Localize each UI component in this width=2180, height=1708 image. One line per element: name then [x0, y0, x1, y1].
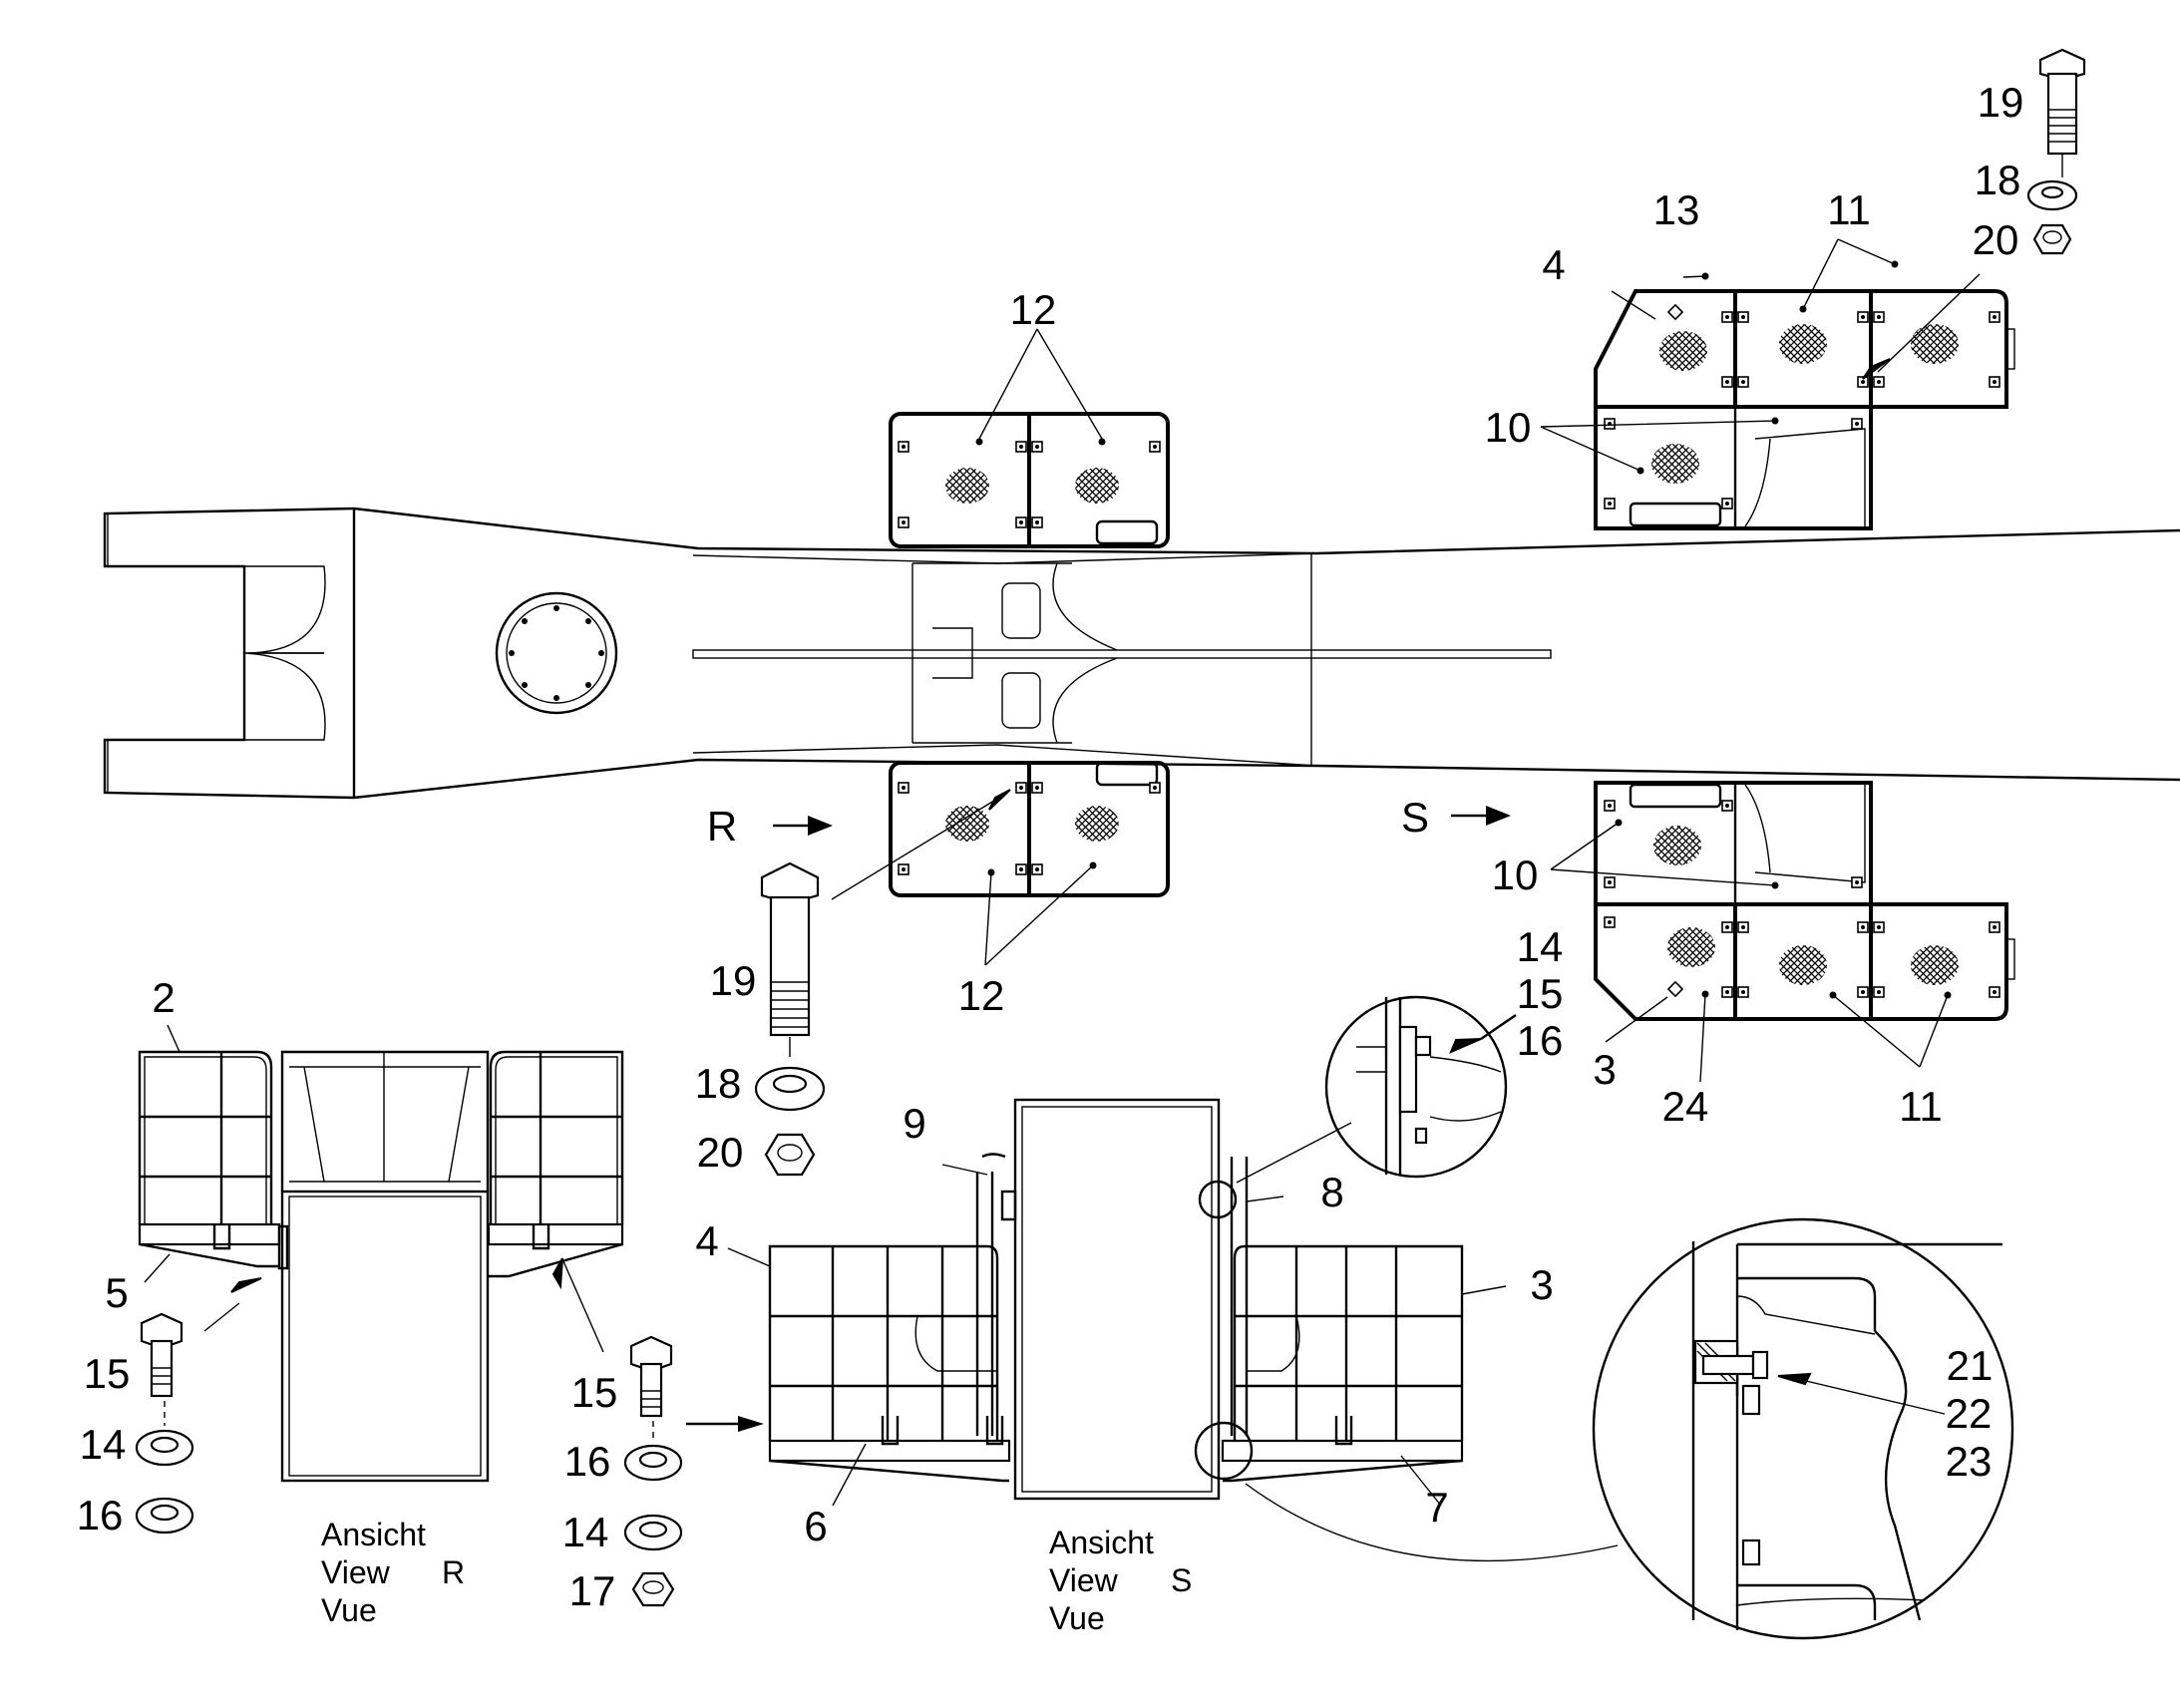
nut-20-large	[764, 1133, 816, 1177]
platform-lower-s	[1594, 781, 2015, 1021]
callout-15-left: 15	[84, 1350, 131, 1397]
nut-17-middle	[631, 1571, 675, 1607]
nut-20-top	[2032, 223, 2072, 255]
bolt-circle	[509, 605, 604, 701]
detail-circle-large	[1592, 1217, 2014, 1640]
view-r-letter: R	[442, 1554, 465, 1590]
view-s-letter: S	[1171, 1562, 1192, 1598]
callout-12-bottom: 12	[958, 972, 1005, 1019]
callout-23: 23	[1946, 1438, 1993, 1485]
callout-20-large: 20	[697, 1129, 744, 1176]
washer-14-middle	[623, 1514, 683, 1551]
callout-3-elevation: 3	[1530, 1261, 1553, 1308]
callout-14-left: 14	[80, 1421, 127, 1468]
platform-upper-s	[1594, 260, 2015, 530]
leader-lines	[144, 238, 1981, 1507]
callout-15-middle: 15	[571, 1369, 618, 1416]
callout-22: 22	[1946, 1390, 1993, 1437]
view-letter-r: R	[707, 803, 737, 850]
callout-4-top: 4	[1542, 241, 1565, 288]
callout-2: 2	[152, 974, 175, 1021]
direction-arrow-r	[773, 816, 833, 836]
callout-19-top: 19	[1978, 79, 2024, 126]
view-r-line1: Ansicht	[321, 1517, 426, 1552]
callout-19-large: 19	[710, 957, 757, 1004]
view-r-line3: Vue	[321, 1592, 377, 1628]
direction-arrow-s	[1451, 806, 1511, 826]
callout-20-top: 20	[1973, 216, 2019, 263]
callout-11-top: 11	[1827, 186, 1871, 233]
view-s-line2: View	[1049, 1562, 1119, 1598]
view-s-assembly	[768, 1098, 1464, 1501]
bolt-19-large	[760, 861, 820, 1057]
callout-21: 21	[1947, 1342, 1994, 1389]
view-letter-s: S	[1401, 794, 1429, 841]
callout-16-left: 16	[77, 1492, 124, 1538]
bolt-19-top	[2038, 48, 2086, 177]
arrowheads	[230, 358, 1891, 1386]
callout-10-top: 10	[1485, 404, 1532, 451]
callout-16-detail: 16	[1517, 1017, 1564, 1064]
callout-16-middle: 16	[564, 1438, 611, 1485]
washer-16-middle	[623, 1444, 683, 1482]
view-r-caption: Ansicht View R Vue	[321, 1517, 465, 1628]
callout-8: 8	[1320, 1169, 1343, 1215]
view-s-line3: Vue	[1049, 1600, 1105, 1636]
callout-6: 6	[804, 1503, 827, 1549]
washer-16-left	[135, 1497, 194, 1535]
bolt-15-middle	[629, 1335, 673, 1418]
view-s-line1: Ansicht	[1049, 1525, 1154, 1560]
washer-14-left	[135, 1429, 194, 1467]
callout-labels: 19 18 20 13 11 4 20 12 10 R S 10 14 15 1…	[77, 79, 2024, 1614]
view-r-line2: View	[321, 1554, 391, 1590]
callout-7: 7	[1425, 1484, 1448, 1531]
callout-14-middle: 14	[562, 1509, 609, 1555]
view-r-assembly	[138, 1050, 624, 1483]
platform-upper-12	[889, 412, 1170, 548]
callout-10-bottom: 10	[1492, 852, 1539, 898]
callout-15-detail: 15	[1517, 970, 1564, 1017]
callout-24: 24	[1662, 1083, 1709, 1130]
callout-13: 13	[1653, 186, 1700, 233]
bolt-15-left	[140, 1312, 183, 1398]
callout-14-detail: 14	[1517, 923, 1564, 970]
insert-arrow-middle	[686, 1416, 764, 1432]
boom-body	[103, 507, 2180, 800]
callout-3-top: 3	[1593, 1046, 1616, 1093]
callout-18-top: 18	[1975, 157, 2021, 203]
callout-12-top: 12	[1010, 286, 1057, 333]
callout-18-large: 18	[695, 1060, 742, 1107]
callout-9: 9	[903, 1100, 925, 1147]
view-s-caption: Ansicht View S Vue	[1049, 1525, 1192, 1636]
callout-11-bottom: 11	[1899, 1083, 1943, 1130]
detail-circle-small	[1324, 995, 1508, 1179]
callout-5: 5	[105, 1269, 128, 1316]
platform-lower-12	[889, 761, 1170, 897]
callout-4-elevation: 4	[695, 1217, 718, 1264]
washer-18-large	[754, 1066, 826, 1112]
callout-17: 17	[569, 1567, 616, 1614]
washer-18-top	[2026, 179, 2078, 211]
